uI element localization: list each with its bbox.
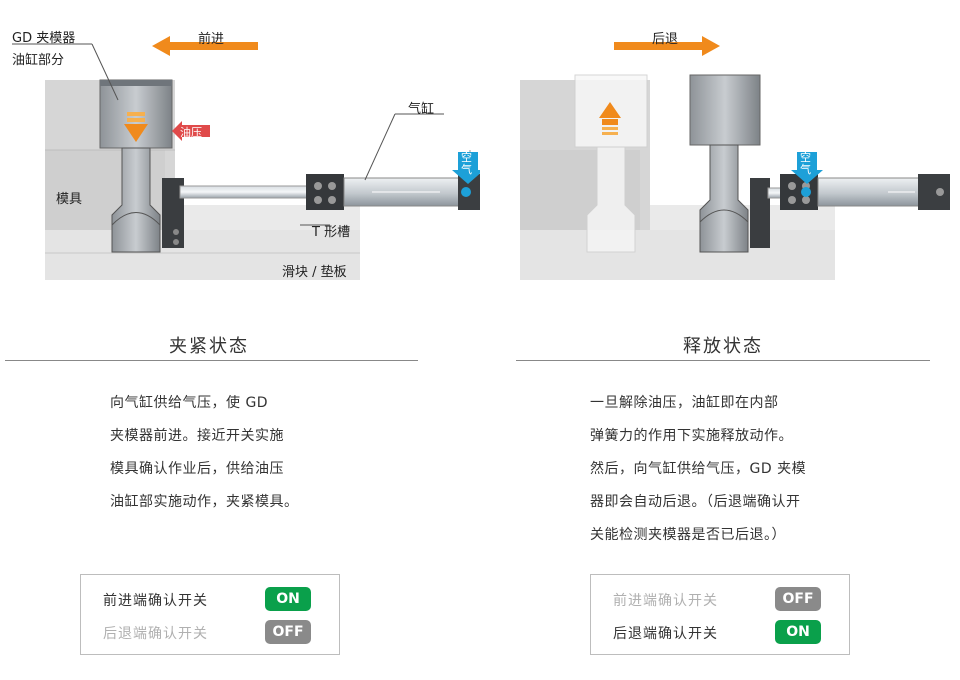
mold-label: 模具 — [56, 192, 83, 207]
release-desc-line: 器即会自动后退。（后退端确认开 — [590, 494, 801, 510]
forward-switch-status-badge: ON — [265, 587, 311, 611]
oil-pressure-label: 油压 — [180, 126, 202, 139]
release-desc-line: 然后，向气缸供给气压，GD 夹模 — [590, 461, 807, 477]
oil-down-arrow-icon — [124, 112, 148, 142]
release-desc-line: 弹簧力的作用下实施释放动作。 — [590, 428, 793, 444]
gd-clamp-label: GD 夹模器 — [12, 31, 76, 46]
clamp-title-divider — [5, 360, 418, 361]
release-desc-line: 一旦解除油压，油缸即在内部 — [590, 395, 779, 411]
release-desc-line: 关能检测夹模器是否已后退。） — [590, 527, 786, 543]
oil-pressure-arrow-icon — [172, 121, 210, 141]
backward-switch-status-badge: ON — [775, 620, 821, 644]
clamp-description: 向气缸供给气压，使 GD 夹模器前进。接近开关实施 模具确认作业后，供给油压 油… — [110, 387, 299, 519]
clamp-state-diagram — [12, 36, 480, 280]
clamp-state-title: 夹紧状态 — [169, 336, 249, 357]
clamp-desc-line: 向气缸供给气压，使 GD — [110, 395, 269, 411]
clamp-desc-line: 油缸部实施动作，夹紧模具。 — [110, 494, 299, 510]
release-state-diagram — [520, 36, 950, 280]
forward-switch-label: 前进端确认开关 — [103, 593, 208, 609]
clamp-desc-line: 夹模器前进。接近开关实施 — [110, 428, 284, 444]
air-label-left: 空气 — [461, 151, 472, 176]
backward-switch-status-badge: OFF — [265, 620, 311, 644]
release-title-divider — [516, 360, 930, 361]
release-description: 一旦解除油压，油缸即在内部 弹簧力的作用下实施释放动作。 然后，向气缸供给气压，… — [590, 387, 806, 552]
t-slot-label: T 形槽 — [312, 225, 351, 240]
slider-label: 滑块 / 垫板 — [282, 265, 347, 280]
backward-arrow-icon — [614, 36, 720, 56]
air-arrow-icon-right — [791, 152, 823, 184]
forward-arrow-icon — [152, 36, 258, 56]
air-label-right: 空气 — [800, 151, 811, 176]
cylinder-part-label: 油缸部分 — [12, 53, 65, 68]
air-arrow-icon — [452, 152, 480, 184]
backward-switch-label: 后退端确认开关 — [103, 626, 208, 642]
air-port-left — [461, 187, 471, 197]
slider-plate — [45, 228, 360, 280]
air-port-right — [801, 187, 811, 197]
clamp-desc-line: 模具确认作业后，供给油压 — [110, 461, 284, 477]
release-switch-panel: 前进端确认开关 OFF 后退端确认开关 ON — [590, 574, 850, 655]
clamp-switch-panel: 前进端确认开关 ON 后退端确认开关 OFF — [80, 574, 340, 655]
forward-switch-status-badge: OFF — [775, 587, 821, 611]
backward-switch-label: 后退端确认开关 — [613, 626, 718, 642]
ghost-clamp — [574, 74, 648, 253]
piston-rod — [179, 185, 313, 199]
release-up-arrow-icon — [599, 102, 621, 135]
air-cylinder-label: 气缸 — [408, 102, 435, 117]
forward-switch-label: 前进端确认开关 — [613, 593, 718, 609]
forward-label: 前进 — [198, 32, 225, 47]
release-state-title: 释放状态 — [683, 336, 763, 357]
air-cylinder — [306, 174, 344, 210]
backward-label: 后退 — [652, 32, 679, 47]
